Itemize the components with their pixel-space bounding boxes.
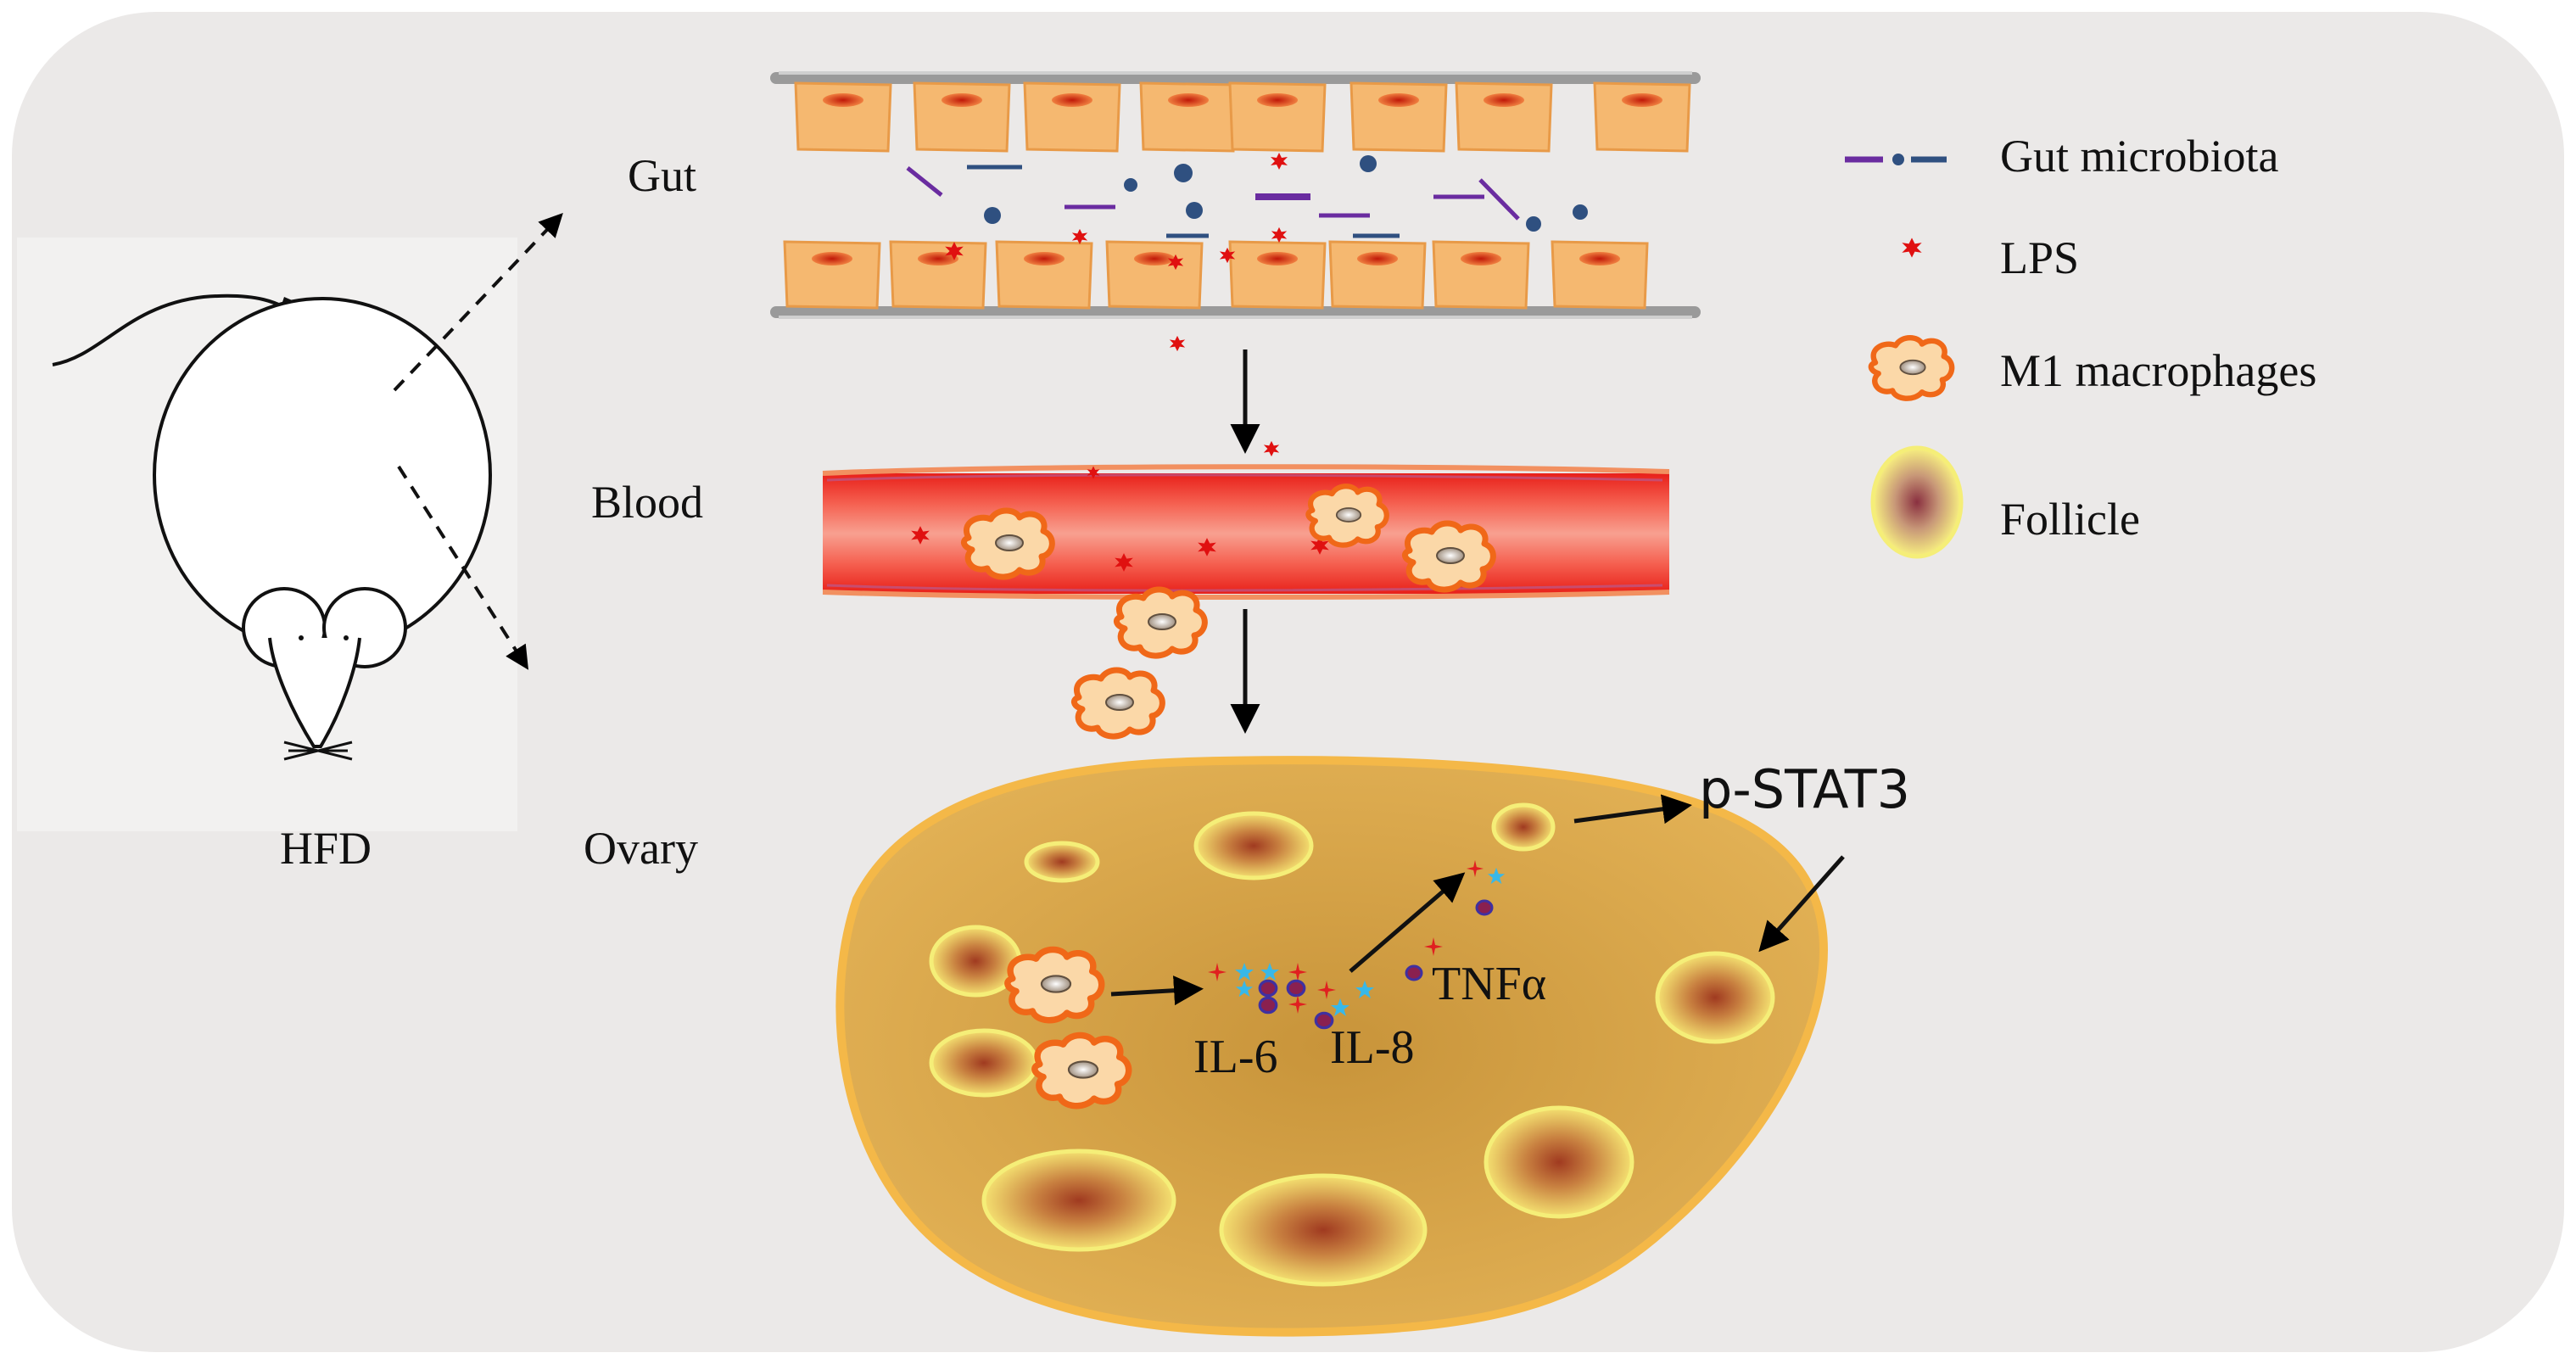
epithelial-cell — [1432, 240, 1530, 310]
blood-label: Blood — [591, 477, 703, 528]
mouse-illustration — [17, 212, 563, 831]
hfd-label: HFD — [280, 823, 372, 874]
pstat3-to-follicle-arrow — [1758, 855, 1845, 953]
migrating-macrophage — [1074, 670, 1162, 736]
gut-label: Gut — [628, 150, 696, 201]
follicle — [1193, 811, 1314, 880]
epithelial-cell — [1105, 240, 1204, 310]
epithelial-cell — [1455, 81, 1553, 153]
epithelial-cell — [889, 240, 987, 310]
follicle — [1024, 841, 1100, 883]
ovary-label: Ovary — [584, 823, 698, 874]
epithelial-cell — [1551, 240, 1649, 310]
follicle — [929, 1028, 1039, 1098]
follicles — [929, 802, 1775, 1287]
ovary-macrophage — [1008, 949, 1102, 1020]
epithelial-cell — [1023, 81, 1121, 153]
follicle-to-pstat3-arrow — [1573, 794, 1692, 825]
blood-vessel — [822, 440, 1670, 600]
follicle — [1484, 1105, 1634, 1219]
epithelial-cell — [1593, 81, 1691, 153]
epithelial-cell — [794, 81, 892, 153]
legend-m1-macrophages-label: M1 macrophages — [2000, 345, 2316, 396]
legend-gut-microbiota-label: Gut microbiota — [2000, 131, 2278, 182]
legend: Gut microbiota LPS M1 macrophages Follic… — [1845, 131, 2316, 559]
epithelial-cell — [1228, 81, 1327, 153]
legend-follicle-label: Follicle — [2000, 494, 2140, 545]
epithelial-cell — [1139, 81, 1238, 153]
legend-follicle: Follicle — [1870, 445, 2140, 559]
gut-microbiota — [906, 155, 1588, 238]
epithelial-cell — [1228, 240, 1327, 310]
gut-epithelium — [770, 71, 1701, 319]
epithelial-cell — [1328, 240, 1427, 310]
legend-lps-label: LPS — [2000, 232, 2079, 283]
legend-m1-macrophages: M1 macrophages — [1871, 338, 2316, 399]
ovary-macrophage — [1035, 1035, 1129, 1105]
follicle — [1655, 951, 1775, 1044]
follicle — [1491, 802, 1556, 852]
epithelial-cell — [783, 240, 881, 310]
il8-label: IL-8 — [1330, 1021, 1415, 1074]
macrophage-to-cytokine-arrow — [1110, 975, 1204, 1006]
epithelial-cell — [1349, 81, 1448, 153]
il6-label: IL-6 — [1193, 1031, 1278, 1083]
migrating-macrophage — [1116, 590, 1204, 656]
legend-gut-microbiota: Gut microbiota — [1845, 131, 2278, 182]
cytokine-to-follicle-arrow — [1349, 872, 1466, 973]
epithelial-cell — [913, 81, 1011, 153]
pstat3-label: p-STAT3 — [1699, 758, 1910, 820]
epithelial-cell — [995, 240, 1093, 310]
legend-lps: LPS — [1902, 232, 2079, 283]
follicle — [1219, 1173, 1428, 1287]
follicle — [981, 1149, 1176, 1252]
tnfa-label: TNFα — [1432, 958, 1546, 1010]
